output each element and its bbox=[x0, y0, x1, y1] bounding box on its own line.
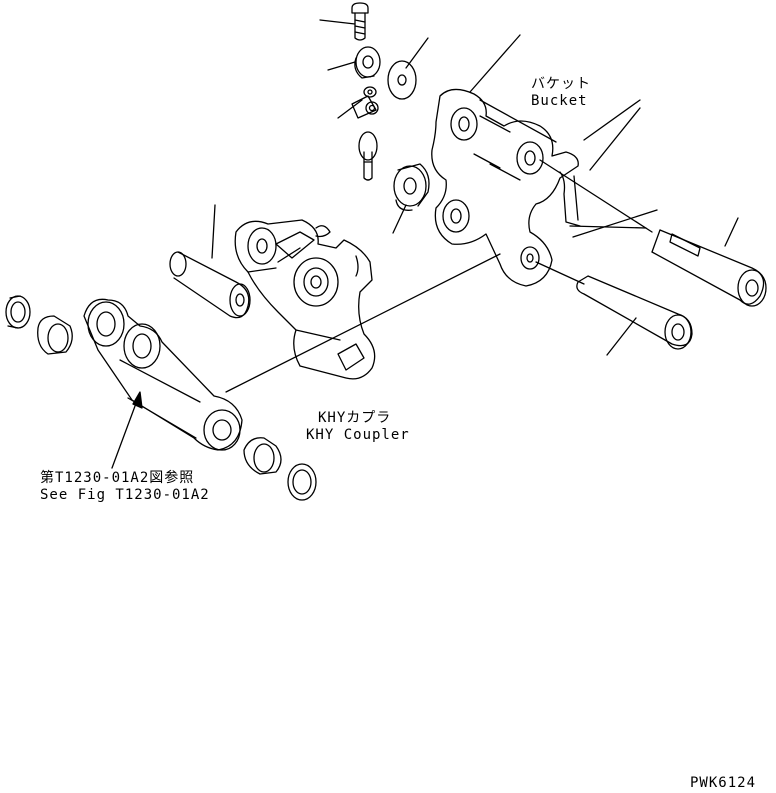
center-lines bbox=[225, 99, 653, 393]
reference-label-en: See Fig T1230-01A2 bbox=[40, 487, 210, 503]
khy-coupler bbox=[234, 219, 376, 380]
collar bbox=[354, 46, 381, 79]
pin-boss bbox=[393, 163, 430, 211]
reference-arrow bbox=[111, 391, 143, 469]
coupler-label-en: KHY Coupler bbox=[306, 427, 410, 443]
lock-plate bbox=[351, 95, 377, 119]
reference-label-jp: 第T1230-01A2図参照 bbox=[40, 470, 195, 486]
link-assembly bbox=[83, 298, 243, 451]
bucket-label-en: Bucket bbox=[531, 93, 588, 109]
bucket-label-jp: バケット bbox=[531, 76, 591, 92]
coupler-label-jp: KHYカプラ bbox=[318, 410, 392, 426]
washer bbox=[387, 60, 417, 100]
coupler-pin bbox=[169, 251, 251, 319]
leader-lines bbox=[211, 19, 739, 356]
pin-lower bbox=[576, 275, 693, 350]
main-pin-upper bbox=[651, 229, 767, 307]
grease-fitting bbox=[358, 131, 378, 181]
drawing-number: PWK6124 bbox=[690, 775, 757, 791]
bucket-bracket bbox=[431, 88, 647, 287]
bushings bbox=[5, 295, 317, 501]
bolt bbox=[351, 2, 369, 41]
